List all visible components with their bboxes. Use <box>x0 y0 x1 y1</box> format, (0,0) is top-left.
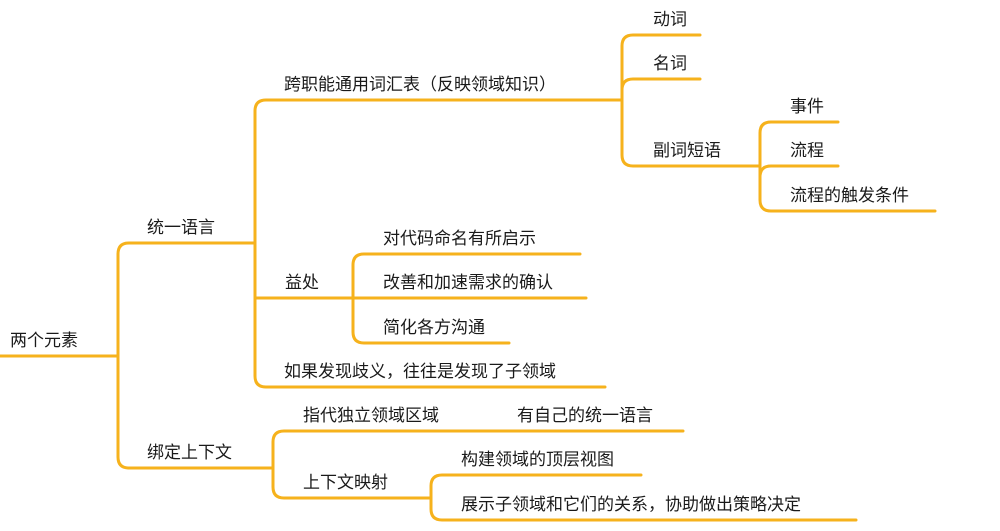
node-process-trigger: 流程的触发条件 <box>790 186 909 206</box>
node-context-mapping: 上下文映射 <box>303 473 388 493</box>
node-verb: 动词 <box>653 10 687 30</box>
node-vocabulary: 跨职能通用词汇表（反映领域知识） <box>284 75 556 95</box>
edge-vocab-verb <box>620 33 645 102</box>
node-ambiguity: 如果发现歧义，往往是发现了子领域 <box>284 362 556 382</box>
node-own-language: 有自己的统一语言 <box>517 406 653 426</box>
node-unified-language: 统一语言 <box>147 218 215 238</box>
node-process: 流程 <box>790 141 824 161</box>
edge-adverb-event <box>758 120 783 168</box>
edge-branch1-vocab <box>253 98 279 245</box>
node-event: 事件 <box>790 97 824 117</box>
edge-vocab-noun <box>620 77 645 102</box>
node-refer-domain-area: 指代独立领域区域 <box>303 406 439 426</box>
edge-adverb-trigger <box>758 164 783 213</box>
node-subdomain-relations: 展示子领域和它们的关系，协助做出策略决定 <box>461 495 801 515</box>
node-noun: 名词 <box>653 54 687 74</box>
edge-mapping-topview <box>429 473 455 500</box>
node-bounded-context: 绑定上下文 <box>147 443 232 463</box>
edge-benefits-b3-branch <box>351 296 377 345</box>
edge-benefits-b1-branch <box>351 252 377 300</box>
node-benefit-naming: 对代码命名有所启示 <box>383 229 536 249</box>
edge-branch2-refer <box>271 429 297 470</box>
root-node: 两个元素 <box>10 331 78 351</box>
edge-root-branch1 <box>116 241 142 358</box>
edge-vocab-adverb <box>620 98 645 168</box>
node-top-level-view: 构建领域的顶层视图 <box>461 450 614 470</box>
edge-adverb-process <box>758 164 783 178</box>
edge-mapping-relations <box>429 496 455 522</box>
node-benefit-communication: 简化各方沟通 <box>383 318 485 338</box>
edge-branch2-mapping <box>271 466 297 500</box>
edge-branch1-ambiguity <box>253 241 279 389</box>
node-adverb-phrase: 副词短语 <box>653 141 721 161</box>
node-benefits: 益处 <box>285 273 319 293</box>
edge-root-branch2 <box>116 354 142 470</box>
node-benefit-requirements: 改善和加速需求的确认 <box>383 273 553 293</box>
